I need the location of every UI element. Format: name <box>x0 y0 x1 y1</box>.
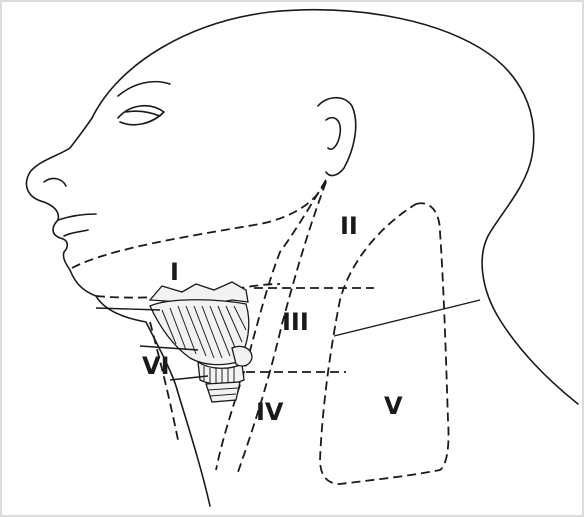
level-II-label: II <box>340 212 358 240</box>
level-VI-label: VI <box>142 352 170 380</box>
trachea-icon <box>206 382 240 402</box>
level-V-label: V <box>384 392 403 420</box>
level-I-label: I <box>170 258 179 286</box>
level-IV-label: IV <box>256 398 284 426</box>
level-III-label: III <box>282 308 309 336</box>
